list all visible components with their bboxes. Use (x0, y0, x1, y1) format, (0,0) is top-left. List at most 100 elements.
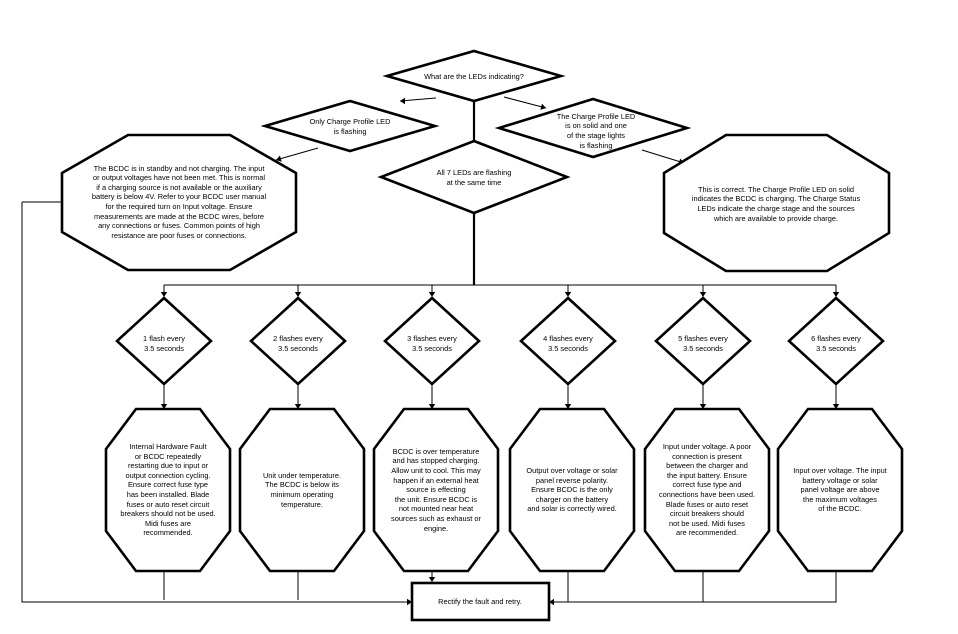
arrowhead-bus-question (564, 292, 572, 297)
fault-question-2-label-line: 2 flashes every (273, 334, 323, 344)
fault-question-2 (249, 296, 347, 386)
arrowhead-diag3 (428, 577, 436, 582)
arrowhead-bus-question (832, 292, 840, 297)
fault-diagnosis-1-label-line: Ensure correct fuse type (127, 480, 209, 490)
fault-diagnosis-5-label-line: circuit breakers should (670, 509, 744, 519)
fault-diagnosis-1-label-line: output connection cycling. (125, 470, 211, 480)
outcome-correct (662, 133, 891, 273)
decision-profile-solid (494, 97, 692, 159)
outcome-standby-label-line: measurements are made at the BCDC wires,… (93, 211, 265, 221)
fault-diagnosis-6-label-line: the maximum voltages (803, 494, 877, 504)
fault-question-5-label-line: 5 flashes every (678, 334, 728, 344)
fault-diagnosis-5-label-line: the input battery. Ensure (667, 470, 747, 480)
fault-diagnosis-1-label-line: Midi fuses are (144, 518, 191, 528)
fault-diagnosis-4-label-line: Ensure BCDC is the only (531, 485, 613, 495)
fault-diagnosis-1-label-line: has been installed. Blade (126, 489, 210, 499)
decision-all-seven-label-line: at the same time (446, 177, 502, 187)
fault-diagnosis-6-label-line: of the BCDC. (818, 504, 862, 514)
connector-diag6 (703, 564, 837, 603)
fault-diagnosis-4-label-line: and solar is correctly wired. (527, 504, 617, 514)
decision-root-label-line: What are the LEDs indicating? (424, 72, 524, 82)
fault-diagnosis-3-label-line: Allow unit to cool. This may (391, 465, 481, 475)
outcome-standby-label-line: battery is below 4V. Refer to your BCDC … (91, 192, 267, 202)
fault-diagnosis-1-label-line: Internal Hardware Fault (129, 442, 207, 451)
fault-diagnosis-2-label: Unit under temperature.The BCDC is below… (242, 471, 362, 509)
fault-diagnosis-2-label-line: minimum operating (270, 489, 334, 499)
fault-diagnosis-6 (776, 407, 904, 573)
connector-solid-correct (641, 149, 685, 164)
arrowhead-bus-question (428, 292, 436, 297)
outcome-standby-label: The BCDC is in standby and not charging.… (69, 164, 289, 241)
fault-question-6-label-line: 6 flashes every (811, 334, 861, 344)
connector-root-solid (503, 96, 547, 109)
arrowhead-question-diagnosis (564, 404, 572, 409)
decision-profile-solid-label-line: is flashing (579, 140, 613, 150)
outcome-standby-label-line: any connections or fuses. Common points … (98, 221, 260, 231)
fault-diagnosis-3-label-line: BCDC is over temperature (392, 446, 480, 456)
fault-question-2-label-line: 3.5 seconds (278, 343, 318, 353)
arrowhead-diag4 (549, 598, 554, 606)
arrowhead-root-solid (540, 103, 546, 110)
arrowhead-root-profile (400, 97, 405, 105)
fault-diagnosis-2 (238, 407, 366, 573)
fault-diagnosis-4-label-line: charger on the battery (535, 494, 609, 504)
fault-diagnosis-2-label-line: The BCDC is below its (265, 480, 339, 490)
fault-diagnosis-5-label-line: between the charger and (666, 461, 748, 471)
arrowhead-bus-question (294, 292, 302, 297)
fault-diagnosis-1-label-line: restarting due to input or (127, 461, 209, 471)
fault-question-3-label-line: 3 flashes every (407, 334, 457, 344)
fault-diagnosis-1-label-line: or BCDC repeatedly (134, 451, 202, 461)
decision-profile-flashing-label-line: is flashing (333, 126, 367, 136)
fault-diagnosis-5 (643, 407, 771, 573)
outcome-correct-label: This is correct. The Charge Profile LED … (671, 185, 881, 223)
outcome-correct-label-line: This is correct. The Charge Profile LED … (698, 184, 854, 194)
fault-diagnosis-1 (104, 407, 232, 573)
outcome-standby-label-line: or output voltages have not been met. Th… (93, 173, 265, 183)
fault-question-1-label-line: 1 flash every (143, 334, 185, 344)
arrowhead-question-diagnosis (428, 404, 436, 409)
fault-question-5 (654, 296, 752, 386)
decision-profile-solid-label-line: of the stage lights (567, 130, 625, 140)
outcome-standby-label-line: for the required turn on Input voltage. … (105, 201, 253, 211)
fault-diagnosis-3-label-line: and has stopped charging. (392, 456, 480, 466)
outcome-standby (60, 133, 298, 272)
fault-question-3 (383, 296, 481, 386)
decision-profile-flashing-label-line: Only Charge Profile LED (309, 117, 391, 127)
fault-diagnosis-4 (508, 407, 636, 573)
action-rectify-label: Rectify the fault and retry. (413, 597, 547, 607)
fault-diagnosis-4-label-line: panel reverse polarity. (535, 475, 609, 485)
fault-diagnosis-5-label-line: not be used. Midi fuses (668, 518, 745, 528)
outcome-correct-label-line: indicates the BCDC is charging. The Char… (691, 194, 861, 204)
decision-all-seven-label-line: All 7 LEDs are flashing (436, 168, 512, 178)
fault-diagnosis-3-label-line: engine. (423, 523, 449, 533)
arrowhead-standby-rectify (407, 598, 412, 606)
fault-question-3-label-line: 3.5 seconds (412, 343, 452, 353)
decision-root (382, 49, 566, 103)
fault-diagnosis-3-label-line: not mounted near heat (398, 504, 474, 514)
arrowhead-bus-question (160, 292, 168, 297)
fault-diagnosis-5-label-line: Blade fuses or auto reset (665, 499, 749, 509)
fault-question-1-label-line: 3.5 seconds (144, 343, 184, 353)
outcome-correct-label-line: which are available to provide charge. (713, 213, 839, 223)
arrowhead-bus-question (699, 292, 707, 297)
fault-diagnosis-3-label-line: happen if an external heat (393, 475, 479, 485)
fault-question-4-label-line: 3.5 seconds (548, 343, 588, 353)
fault-diagnosis-6-label-line: Input over voltage. The input (793, 466, 887, 475)
fault-diagnosis-2-label-line: temperature. (281, 499, 323, 509)
fault-diagnosis-5-label-line: correct fuse type and (672, 480, 742, 490)
fault-diagnosis-5-label-line: are recommended. (675, 528, 739, 538)
outcome-standby-label-line: The BCDC is in standby and not charging.… (93, 163, 265, 173)
fault-diagnosis-5-label-line: connection is present (672, 451, 742, 461)
fault-diagnosis-5-label-line: connections have been used. (658, 489, 756, 499)
arrowhead-question-diagnosis (160, 404, 168, 409)
